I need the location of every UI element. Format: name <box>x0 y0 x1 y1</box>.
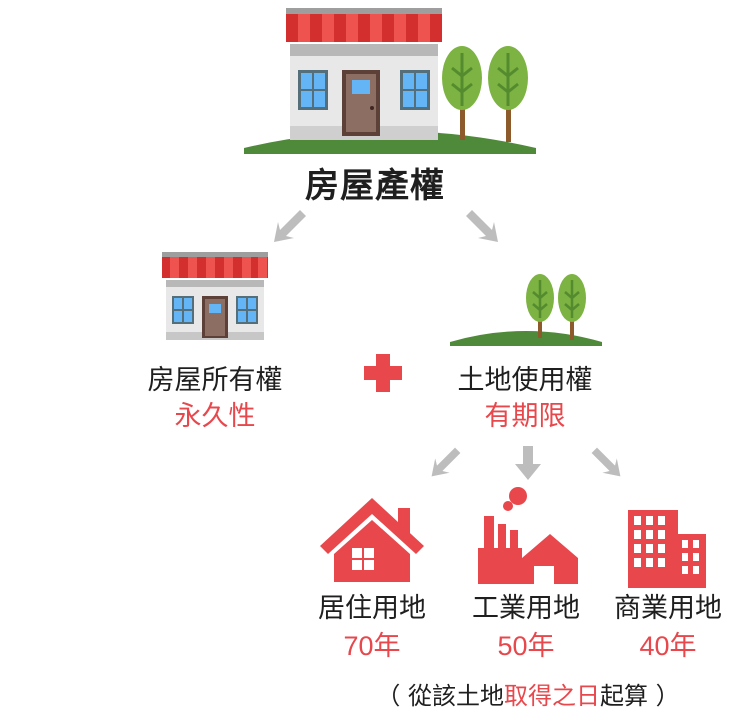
land-trees-icon <box>450 274 602 346</box>
note-prefix: 從該土地 <box>408 682 504 710</box>
note-highlight: 取得之日 <box>504 682 600 710</box>
residential-house-icon <box>320 498 424 582</box>
land-right-label: 土地使用權 <box>457 365 593 396</box>
land-right-term: 有期限 <box>484 401 566 432</box>
diagram-title: 房屋產權 <box>305 166 445 206</box>
use-years-industrial: 50年 <box>497 631 555 661</box>
note-close-paren: ） <box>655 682 680 710</box>
arrow-down-right-icon <box>466 210 498 242</box>
office-building-icon <box>628 510 706 588</box>
plus-icon <box>364 354 402 392</box>
arrow-down-right-icon <box>591 447 621 477</box>
factory-icon <box>478 487 578 584</box>
use-label-residential: 居住用地 <box>318 593 426 624</box>
top-house-scene-icon <box>244 8 536 154</box>
note-open-paren: （ <box>376 682 401 710</box>
note-suffix: 起算 <box>600 682 648 710</box>
arrow-down-left-icon <box>274 210 306 242</box>
use-label-commercial: 商業用地 <box>614 593 722 624</box>
house-icon <box>162 252 268 340</box>
term-start-note: （ 從該土地取得之日起算 ） <box>318 676 738 711</box>
use-years-residential: 70年 <box>343 631 401 661</box>
arrow-down-icon <box>515 446 541 480</box>
use-label-industrial: 工業用地 <box>472 593 580 624</box>
house-right-label: 房屋所有權 <box>147 365 283 396</box>
arrow-down-left-icon <box>431 447 461 477</box>
use-years-commercial: 40年 <box>639 631 697 661</box>
house-right-term: 永久性 <box>174 401 256 432</box>
